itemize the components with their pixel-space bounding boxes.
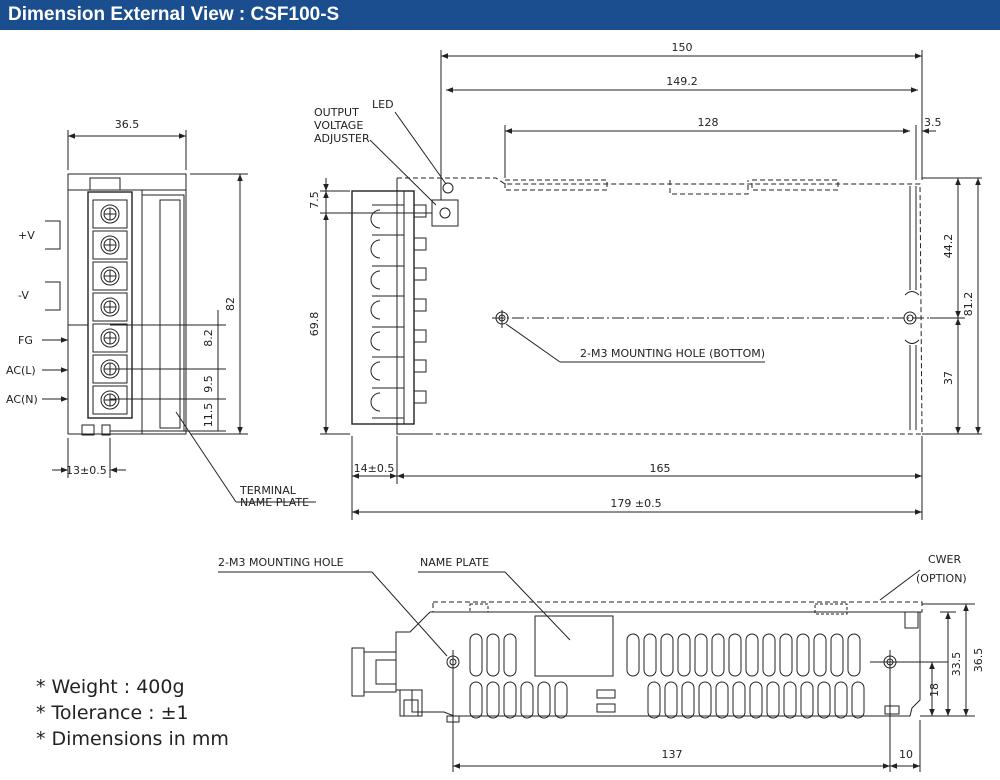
dim-13: 13±0.5 <box>66 464 107 477</box>
side-chassis <box>395 611 921 717</box>
dim-150: 150 <box>672 41 693 54</box>
label-acl: AC(L) <box>6 364 36 377</box>
top-terminal-block <box>351 190 415 425</box>
note-units: * Dimensions in mm <box>36 728 229 750</box>
terminal-label-2: NAME PLATE <box>240 496 309 509</box>
vent-slots <box>469 633 865 719</box>
top-view <box>320 50 982 520</box>
label-fg: FG <box>18 334 33 347</box>
cover-outline <box>397 177 923 435</box>
adjuster-label-1: OUTPUT <box>314 106 359 119</box>
dim-3-5: 3.5 <box>924 116 942 129</box>
side-cover-outline <box>432 601 923 613</box>
note-weight: * Weight : 400g <box>36 676 185 698</box>
adjuster-label-3: ADJUSTER <box>314 132 370 145</box>
led-label: LED <box>372 98 394 111</box>
dim-36-5: 36.5 <box>115 118 140 131</box>
dim-10: 10 <box>899 748 913 761</box>
front-outline <box>67 173 187 435</box>
led-indicator <box>442 182 454 194</box>
side-view-text: 2-M3 MOUNTING HOLE NAME PLATE CWER (OPTI… <box>218 553 985 761</box>
dim-179: 179 ±0.5 <box>610 497 661 510</box>
dim-128: 128 <box>698 116 719 129</box>
terminal-label-1: TERMINAL <box>239 484 297 497</box>
top-view-text: 150 149.2 128 3.5 7.5 69.8 44.2 81.2 37 … <box>308 41 975 510</box>
dim-36-5-side: 36.5 <box>972 648 985 673</box>
dim-18: 18 <box>928 683 941 697</box>
side-mount-label: 2-M3 MOUNTING HOLE <box>218 556 344 569</box>
dim-165: 165 <box>650 462 671 475</box>
front-view-text: 36.5 82 8.2 9.5 11.5 13±0.5 +V -V FG AC(… <box>6 118 309 509</box>
terminal-name-plate-panel <box>141 194 185 432</box>
voltage-adjuster <box>431 199 459 227</box>
dim-81-2: 81.2 <box>962 292 975 317</box>
label-minus-v: -V <box>18 289 29 302</box>
mount-bottom-label: 2-M3 MOUNTING HOLE (BOTTOM) <box>580 347 765 360</box>
side-name-plate <box>534 615 614 677</box>
dim-82: 82 <box>224 297 237 311</box>
dim-7-5: 7.5 <box>308 191 321 209</box>
terminal-screws <box>92 199 128 415</box>
cover-label-2: (OPTION) <box>916 572 967 585</box>
dim-14: 14±0.5 <box>354 462 395 475</box>
side-name-plate-label: NAME PLATE <box>420 556 489 569</box>
label-plus-v: +V <box>18 229 35 242</box>
terminal-block <box>87 191 133 419</box>
dim-9-5: 9.5 <box>202 375 215 393</box>
dim-37: 37 <box>942 371 955 385</box>
dim-137: 137 <box>662 748 683 761</box>
page-title: Dimension External View : CSF100-S <box>0 0 1000 30</box>
label-acn: AC(N) <box>6 393 38 406</box>
dim-44-2: 44.2 <box>942 234 955 259</box>
notes: * Weight : 400g * Tolerance : ±1 * Dimen… <box>36 674 229 752</box>
front-view <box>42 130 316 503</box>
dim-11-5: 11.5 <box>202 403 215 428</box>
dim-69-8: 69.8 <box>308 312 321 337</box>
top-terminals <box>370 204 427 419</box>
side-view <box>218 569 975 772</box>
dim-8-2: 8.2 <box>202 329 215 347</box>
dim-33-5: 33.5 <box>950 652 963 677</box>
dim-149-2: 149.2 <box>666 75 698 88</box>
note-tolerance: * Tolerance : ±1 <box>36 702 189 724</box>
cover-label-1: CWER <box>928 553 962 566</box>
adjuster-label-2: VOLTAGE <box>314 119 363 132</box>
